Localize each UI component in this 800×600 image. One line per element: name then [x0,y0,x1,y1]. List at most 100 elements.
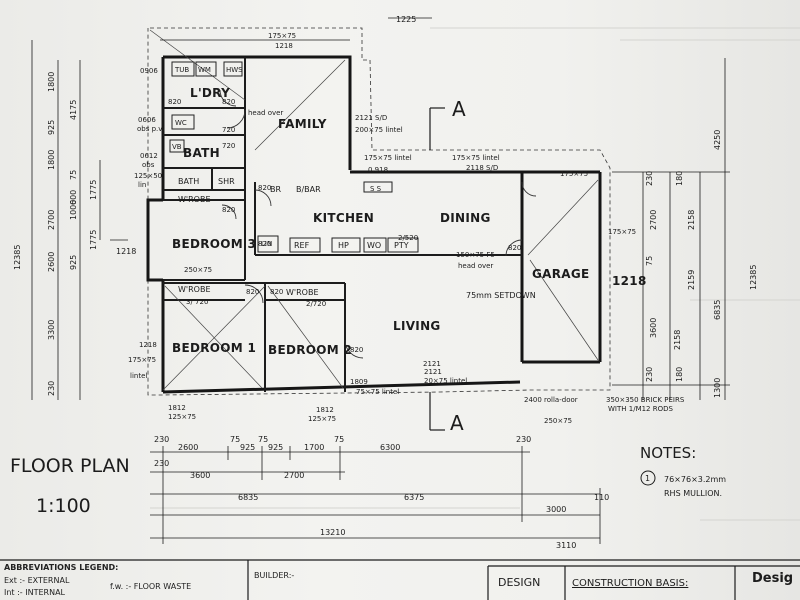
ghost-lines [150,27,800,521]
dim-left-75: 75 [69,170,78,180]
dim-right-2159: 2159 [687,270,696,290]
dim-left-1800a: 1800 [47,72,56,92]
label-rolla-door: 2400 rolla-door [524,396,578,404]
label-0606: 0606 [138,116,156,124]
title-block-frame [0,559,800,600]
label-2121-b: 2121 [423,360,441,368]
design-label: DESIGN [498,576,540,589]
fixture-hp: HP [338,241,349,250]
section-lines [429,107,445,431]
door-820-laundry-b: 820 [222,98,235,106]
label-250x75-b: 250×75 [544,417,572,425]
dim-left-1775: 1775 [89,180,98,200]
door-2-720: 2/720 [306,300,326,308]
label-125x50: 125×50 [134,172,162,180]
room-bath: BATH [183,146,220,160]
construction-basis-label: CONSTRUCTION BASIS: [572,578,688,589]
label-head-over-2: head over [458,262,493,270]
door-820-laundry: 820 [168,98,181,106]
section-marker-a-bottom: A [450,411,464,435]
door-0918: 0.918 [368,166,388,174]
dim-right-230a: 230 [645,171,654,186]
label-lintel-175b: 175×75 lintel [452,154,500,162]
room-bedroom-1: BEDROOM 1 [172,341,256,355]
room-shower: SHR [218,177,235,186]
abbrev-title: ABBREVIATIONS LEGEND: [4,563,118,572]
dim-left-4175: 4175 [69,100,78,120]
label-sd-door: 2121 S/D [355,114,387,122]
abbrev-fw: f.w. :- FLOOR WASTE [110,582,191,591]
dim-bottom-230a: 230 [154,435,169,444]
label-obs: obs [142,161,155,169]
label-175x75-roof: 175×75 [560,170,588,178]
fixture-boxes [169,61,419,253]
dim-right-230b: 230 [645,367,654,382]
dim-bottom-75a: 75 [230,435,240,444]
fixture-tub: TUB [174,66,189,74]
dim-left-1000: 1000 [69,200,78,220]
label-head-over: head over [248,109,283,117]
room-bedroom-3: BEDROOM 3 [172,237,256,251]
room-kitchen: KITCHEN [313,211,374,225]
builder-label: BUILDER:- [254,571,294,580]
dim-bottom-925b: 925 [268,443,283,452]
room-garage: GARAGE [532,267,590,281]
label-lintel-75: 75×75 lintel [356,388,399,396]
fixture-lin: LIN [261,240,272,248]
door-820-br: 820 [258,184,271,192]
dim-top-1225: 1225 [396,15,416,24]
eave-outline [147,27,611,396]
dim-bottom-75b: 75 [258,435,268,444]
label-1809: 1809 [350,378,368,386]
fixture-pty: PTY [394,241,409,250]
fixture-ref: REF [294,241,310,250]
room-wrobe-bed2: W'ROBE [286,288,319,297]
abbrev-ext: Ext :- EXTERNAL [4,576,70,585]
dim-top-175x75: 175×75 [268,32,296,40]
dim-left-600: 600 [69,190,78,205]
fixture-wm: WM [198,66,211,74]
dim-left-1775b: 1775 [89,230,98,250]
dim-right-2158: 2158 [687,210,696,230]
drawing-scale: 1:100 [36,495,91,517]
dim-bottom-6375: 6375 [404,493,424,502]
door-3-720: 3/ 720 [186,298,208,306]
dim-top-1218: 1218 [275,42,293,50]
dim-right-75: 75 [645,256,654,266]
dim-bottom-13210: 13210 [320,528,345,537]
door-820-living: 820 [350,346,363,354]
door-820-bed2: 820 [270,288,283,296]
label-lintel-bed1: lintel [130,372,147,380]
room-living: LIVING [393,319,441,333]
dim-bottom-2600: 2600 [178,443,198,452]
door-820-bed1: 820 [246,288,259,296]
label-1812-b: 1812 [316,406,334,414]
fixture-vb: VB [172,143,182,151]
fixture-hws: HWS [226,66,243,74]
fixture-bbar: B/BAR [296,185,321,194]
dim-left-925b: 925 [69,255,78,270]
label-1218-bed3: 1218 [116,247,136,256]
design-right-label: Desig [752,571,793,586]
label-0906: 0906 [140,67,158,75]
label-lintel-20x75: 20×75 lintel [424,377,467,385]
label-lintel-175: 175×75 lintel [364,154,412,162]
abbrev-int: Int :- INTERNAL [4,588,66,597]
room-wrobe-bed3: W'ROBE [178,195,211,204]
note-line-2: RHS MULLION. [664,489,722,498]
label-lintel-200: 200×75 lintel [355,126,403,134]
label-obs-pv: obs p.v. [137,125,164,133]
note-number: 1 [645,474,650,483]
fixture-ss: S S [370,185,382,193]
diagonal-lines [149,29,599,391]
dim-bottom-925a: 925 [240,443,255,452]
room-bath-small: BATH [178,177,199,186]
note-line-1: 76×76×3.2mm [664,475,726,484]
dim-left-2700: 2700 [47,210,56,230]
dimension-lines [31,17,730,544]
dim-left-230: 230 [47,381,56,396]
dim-bottom-75c: 75 [334,435,344,444]
dim-bottom-6835: 6835 [238,493,258,502]
label-2121: 2121 [424,368,442,376]
